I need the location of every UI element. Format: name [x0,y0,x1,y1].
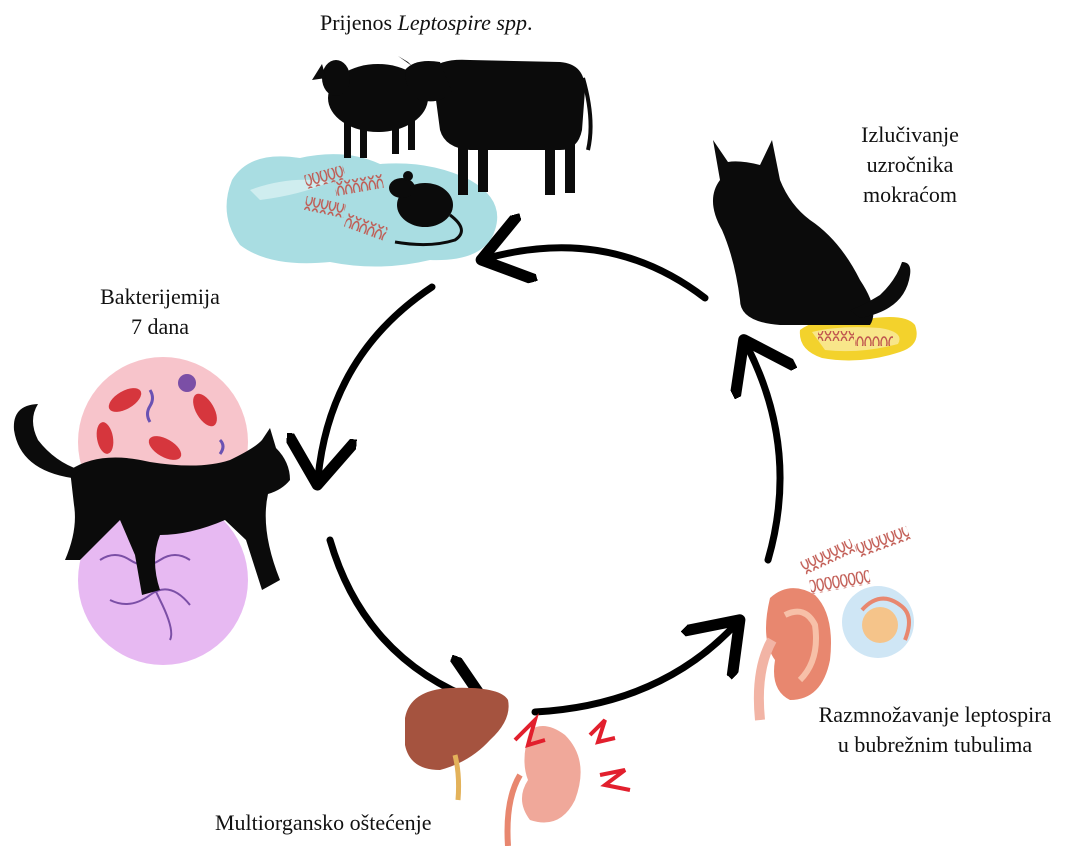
arrow-to-transmission [488,248,705,298]
urine-spiral-1 [818,331,854,341]
arrow-to-kidney [535,625,735,712]
urine-shedding-illustration [713,140,917,360]
cycle-arrows [318,248,780,712]
arrow-to-bacteremia [318,287,432,478]
gall-bladder [455,755,459,800]
bacteremia-illustration [14,357,290,665]
transmission-illustration [227,56,591,267]
organ-damage-illustration [405,688,630,846]
arrow-to-organ-damage [330,540,480,702]
ureter-kidney [759,640,772,720]
lightning-bolt-2 [590,720,615,742]
kidney-spiral-2 [854,526,910,558]
lightning-bolt-3 [600,770,630,790]
virus-particle [178,374,196,392]
arrow-to-urine-shedding [747,346,780,560]
sitting-cat-silhouette [713,140,910,325]
urine-spiral-2 [855,336,893,346]
kidney-spiral-1 [800,539,856,575]
water-puddle [227,154,498,266]
kidney-replication-illustration [759,526,914,720]
ureter [508,775,521,846]
nephron-glomerulus [862,607,898,643]
kidney [766,588,831,700]
